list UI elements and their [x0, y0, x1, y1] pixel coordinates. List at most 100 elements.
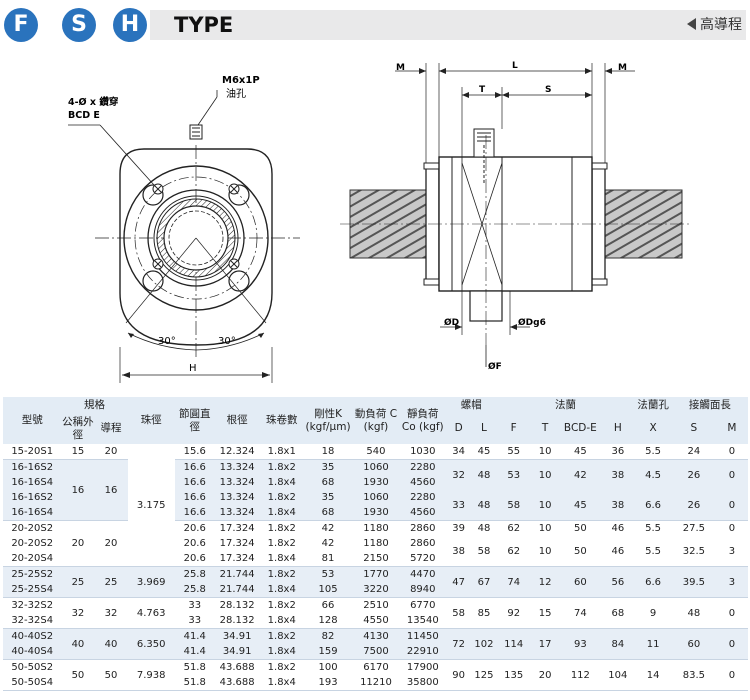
dim-l-cell: 45 — [471, 444, 497, 460]
rigidity-cell: 35 — [303, 490, 353, 505]
static-load-cell: 17900 — [399, 659, 446, 675]
holes-label: 4-Ø x 鑽穿 — [68, 96, 118, 108]
pitch-diameter-cell: 25.8 — [174, 566, 215, 582]
dim-d-cell: 47 — [445, 566, 472, 598]
dim-s-cell: 26 — [671, 459, 716, 490]
turns-cell: 1.8x4 — [259, 582, 304, 598]
dim-f-cell: 62 — [496, 520, 531, 536]
dynamic-load-cell: 1770 — [352, 566, 400, 582]
dynamic-load-cell: 4550 — [352, 613, 400, 629]
dim-f-cell: 62 — [496, 536, 531, 567]
rigidity-cell: 66 — [303, 597, 353, 613]
nominal-diameter-cell: 32 — [61, 597, 95, 629]
dim-l-cell: 58 — [471, 536, 497, 567]
th-model: 型號 — [3, 397, 62, 444]
dim-d-cell: 33 — [445, 490, 472, 521]
rigidity-cell: 18 — [303, 444, 353, 460]
dim-bcd-cell: 112 — [559, 659, 602, 691]
th-h: H — [601, 413, 635, 444]
rigidity-cell: 105 — [303, 582, 353, 598]
dim-x-cell: 14 — [634, 659, 672, 691]
back-link[interactable]: 高導程 — [687, 10, 742, 40]
front-view-drawing: 4-Ø x 鑽穿 BCD E M6x1P 油孔 30° 30° H — [68, 75, 300, 383]
model-cell: 40-40S4 — [3, 644, 62, 660]
nominal-diameter-cell: 25 — [61, 566, 95, 598]
dim-t-cell: 12 — [530, 566, 560, 598]
root-diameter-cell: 34.91 — [214, 628, 260, 644]
pitch-diameter-cell: 15.6 — [174, 444, 215, 460]
side-view-drawing: M L M T S ØD ØDg6 ØF — [340, 61, 690, 372]
pitch-diameter-cell: 25.8 — [174, 582, 215, 598]
nominal-diameter-cell: 50 — [61, 659, 95, 691]
dim-h-cell: 36 — [601, 444, 635, 460]
dim-t-cell: 10 — [530, 536, 560, 567]
dim-s-cell: 24 — [671, 444, 716, 460]
dim-f-cell: 55 — [496, 444, 531, 460]
dim-m-cell: 0 — [715, 659, 748, 691]
pitch-diameter-cell: 33 — [174, 613, 215, 629]
th-t: T — [530, 413, 560, 444]
rigidity-cell: 53 — [303, 566, 353, 582]
dim-x-cell: 5.5 — [634, 536, 672, 567]
m-right-label: M — [618, 63, 627, 73]
turns-cell: 1.8x2 — [259, 659, 304, 675]
pitch-diameter-cell: 41.4 — [174, 644, 215, 660]
dim-t-cell: 10 — [530, 520, 560, 536]
turns-cell: 1.8x4 — [259, 475, 304, 490]
turns-cell: 1.8x4 — [259, 644, 304, 660]
dynamic-load-cell: 1060 — [352, 459, 400, 475]
dim-s-cell: 32.5 — [671, 536, 716, 567]
dim-bcd-cell: 45 — [559, 444, 602, 460]
th-flange: 法蘭 — [496, 397, 635, 413]
letter-badge-h: H — [113, 8, 147, 42]
dim-l-cell: 67 — [471, 566, 497, 598]
dim-f-cell: 92 — [496, 597, 531, 629]
thread-label: M6x1P — [222, 75, 260, 86]
model-cell: 20-20S4 — [3, 551, 62, 567]
static-load-cell: 8940 — [399, 582, 446, 598]
dim-x-cell: 5.5 — [634, 444, 672, 460]
dim-s-cell: 39.5 — [671, 566, 716, 598]
dim-m-cell: 0 — [715, 490, 748, 521]
rigidity-cell: 68 — [303, 505, 353, 521]
lead-cell: 20 — [94, 444, 128, 460]
root-diameter-cell: 28.132 — [214, 613, 260, 629]
model-cell: 15-20S1 — [3, 444, 62, 460]
model-cell: 40-40S2 — [3, 628, 62, 644]
nominal-diameter-cell: 40 — [61, 628, 95, 660]
th-flange-hole: 法蘭孔 — [634, 397, 672, 413]
th-lead: 導程 — [94, 413, 128, 444]
turns-cell: 1.8x2 — [259, 490, 304, 505]
lead-cell: 50 — [94, 659, 128, 691]
th-pitch: 節圓直徑 — [174, 397, 215, 444]
turns-cell: 1.8x4 — [259, 675, 304, 691]
pitch-diameter-cell: 51.8 — [174, 659, 215, 675]
static-load-cell: 1030 — [399, 444, 446, 460]
model-cell: 25-25S2 — [3, 566, 62, 582]
root-diameter-cell: 12.324 — [214, 444, 260, 460]
dim-t-cell: 10 — [530, 490, 560, 521]
dim-bcd-cell: 50 — [559, 536, 602, 567]
ball-diameter-cell: 4.763 — [127, 597, 175, 629]
dim-h-cell: 46 — [601, 520, 635, 536]
spec-table: 型號 規格 珠徑 節圓直徑 根徑 珠卷數 剛性K (kgf/μm) 動負荷 C … — [3, 397, 748, 691]
static-load-cell: 4560 — [399, 505, 446, 521]
dim-bcd-cell: 74 — [559, 597, 602, 629]
dim-bcd-cell: 93 — [559, 628, 602, 660]
d-dimension-label: ØD — [444, 317, 459, 328]
rigidity-cell: 42 — [303, 536, 353, 551]
dim-m-cell: 3 — [715, 566, 748, 598]
pitch-diameter-cell: 16.6 — [174, 475, 215, 490]
pitch-diameter-cell: 20.6 — [174, 536, 215, 551]
dim-f-cell: 114 — [496, 628, 531, 660]
model-cell: 16-16S4 — [3, 475, 62, 490]
static-load-cell: 5720 — [399, 551, 446, 567]
nominal-diameter-cell: 15 — [61, 444, 95, 460]
dim-l-cell: 125 — [471, 659, 497, 691]
angle-label-right: 30° — [218, 336, 236, 347]
